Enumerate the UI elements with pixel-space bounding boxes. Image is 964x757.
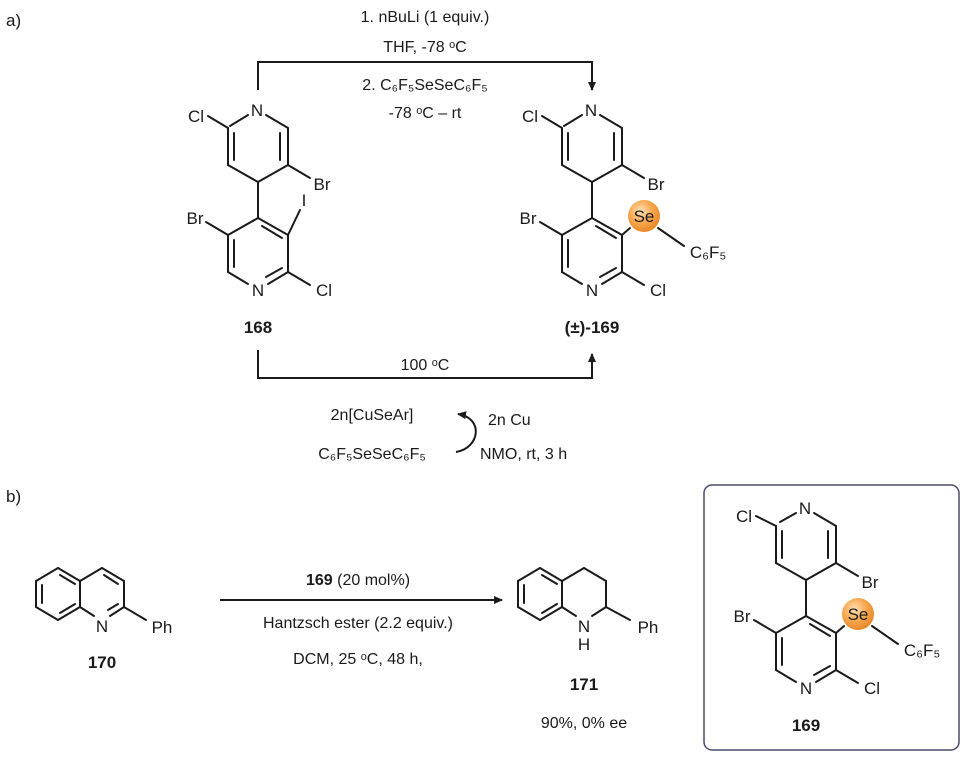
atom-ph: Ph [152,618,173,637]
atom-n: N [96,617,108,636]
part-b-label: b) [6,487,21,506]
atom-cl: Cl [736,507,752,526]
catalyst-label: 169 (20 mol%) [306,572,410,589]
atom-n: N [578,617,590,636]
cycle-reagent: C₆F₅SeSeC₆F₅ [318,446,426,463]
compound-171-structure [517,567,631,621]
atom-c6f5: C₆F₅ [690,243,726,262]
cycle-curved-arrow [455,411,477,453]
atom-br: Br [648,175,665,194]
catalyst-box [703,484,960,751]
atom-cl: Cl [522,107,538,126]
selenium-highlight [628,200,660,232]
atom-i: I [302,191,307,210]
boxed-169-label: 169 [792,716,820,735]
cycle-conditions: NMO, rt, 3 h [480,446,567,463]
compound-168-label: 168 [244,318,272,337]
conditions-line-2: THF, -78 ᵒC [383,39,466,56]
atom-cl: Cl [316,281,332,300]
atom-c6f5: C₆F₅ [904,641,940,660]
part-a-label: a) [6,11,21,30]
atom-cl: Cl [188,107,204,126]
cycle-cu: 2n Cu [488,412,531,429]
atom-n: N [586,281,598,300]
compound-169-structure [539,114,685,286]
top-reaction-arrow [257,61,596,91]
atom-ph: Ph [638,618,659,637]
result-label: 90%, 0% ee [541,715,627,732]
atom-cl: Cl [864,679,880,698]
bottom-reaction-arrow [257,350,596,379]
atom-n: N [252,281,264,300]
compound-168-structure [205,114,311,286]
atom-se: Se [848,605,869,624]
atom-se: Se [634,207,655,226]
compound-170-structure [35,567,147,621]
atom-br: Br [862,573,879,592]
atom-cl: Cl [650,281,666,300]
atom-h: H [578,635,590,654]
compound-169-label: (±)-169 [565,318,620,337]
conditions-b: DCM, 25 ᵒC, 48 h, [293,651,423,668]
conditions-line-4: -78 ᵒC – rt [389,105,462,122]
atom-n: N [799,499,811,518]
conditions-bottom: 100 ᵒC [401,357,450,374]
conditions-line-1: 1. nBuLi (1 equiv.) [361,9,490,26]
cycle-product: 2n[CuSeAr] [331,407,414,424]
reagent-label: Hantzsch ester (2.2 equiv.) [263,615,453,632]
atom-br: Br [520,209,537,228]
boxed-169-structure [753,512,899,684]
atom-br: Br [314,175,331,194]
atom-n: N [800,679,812,698]
atom-br: Br [187,209,204,228]
selenium-highlight [842,598,874,630]
conditions-line-3: 2. C₆F₅SeSeC₆F₅ [362,77,487,94]
atom-br: Br [734,607,751,626]
compound-171-label: 171 [570,675,598,694]
atom-n: N [585,101,597,120]
atom-n: N [251,101,263,120]
compound-170-label: 170 [88,653,116,672]
